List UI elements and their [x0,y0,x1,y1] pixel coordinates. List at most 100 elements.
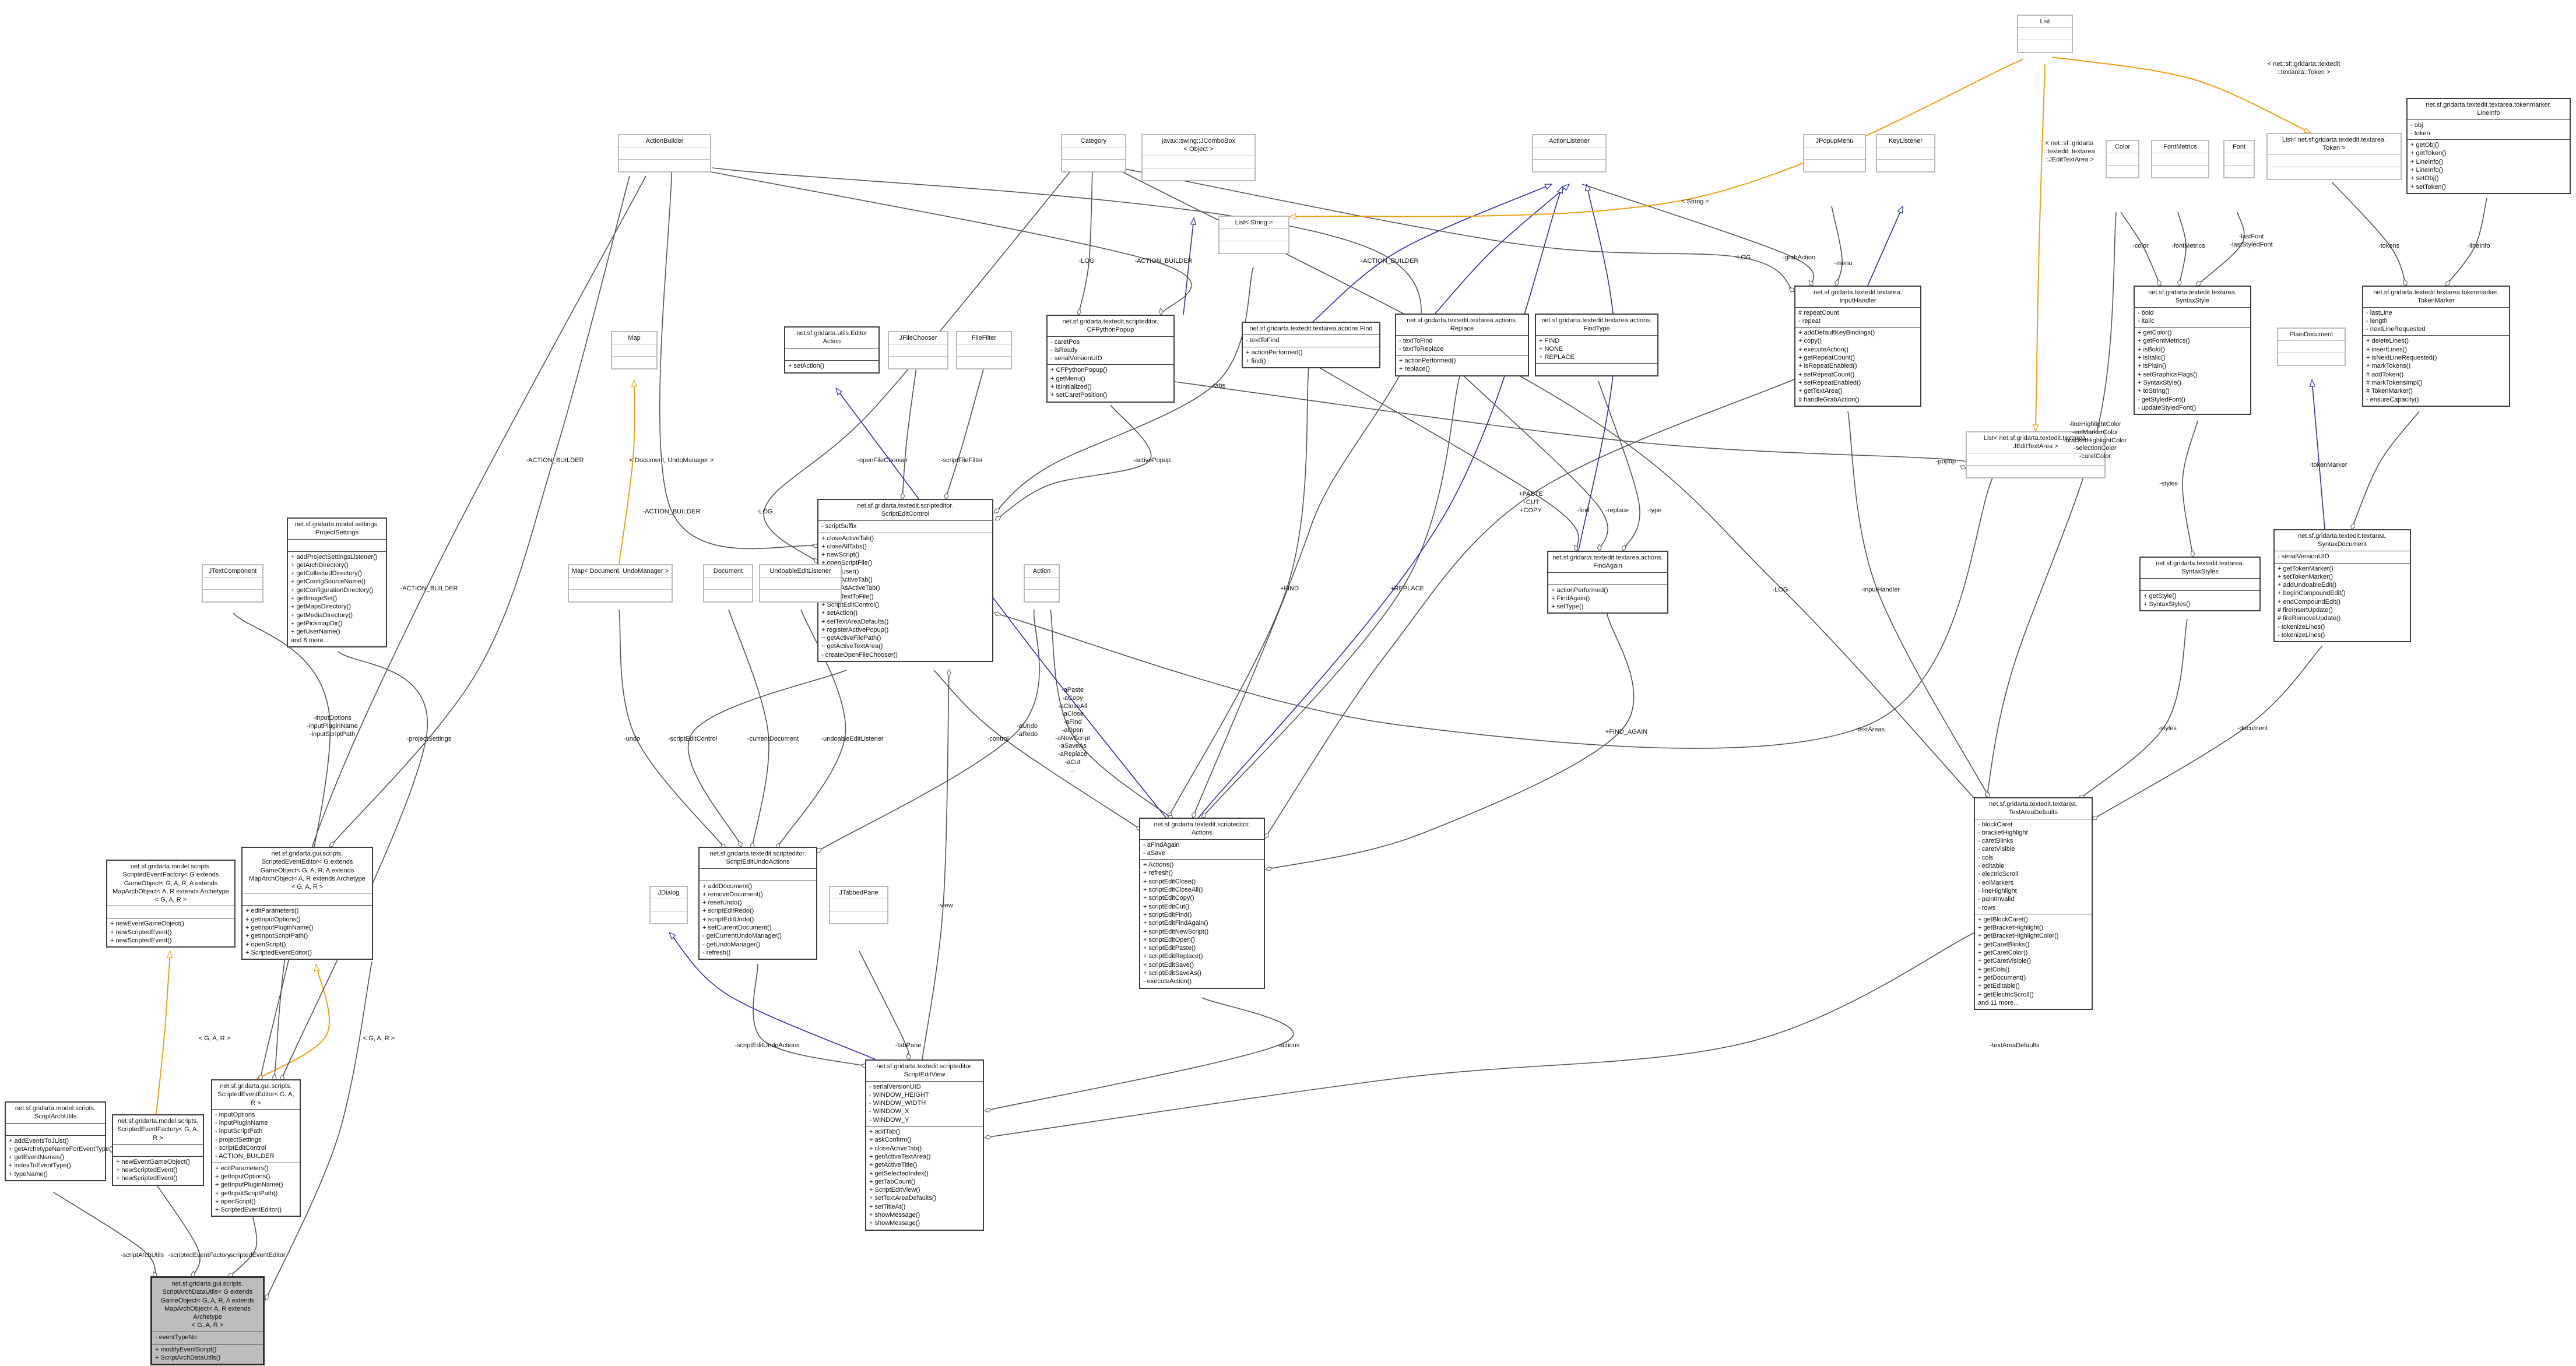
class-title: JDialog [658,889,680,896]
edge-agg [1464,376,1608,552]
class-attributes: - aFindAgain - aSave [1140,839,1264,860]
class-action[interactable]: Action [1024,564,1060,603]
class-attributes: - lastLine - length - nextLineRequested [2363,307,2509,336]
class-title: FontMetrics [2163,143,2197,150]
class-document[interactable]: Document [703,564,753,603]
edge-tmpl [618,380,635,565]
class-syntaxstyles[interactable]: net.sf.gridarta.textedit.textarea. Synta… [2139,557,2261,612]
class-title: net.sf.gridarta.textedit.scripteditor. S… [857,502,954,518]
class-attributes [1877,147,1934,159]
edge-inh [1198,186,1562,818]
class-tokenmarker[interactable]: net.sf.gridarta.textedit.textarea.tokenm… [2362,286,2510,407]
class-textareadefaults[interactable]: net.sf.gridarta.textedit.textarea. TextA… [1974,797,2093,1011]
class-attributes [2268,154,2401,167]
class-methods [651,911,687,923]
class-mapdocundo[interactable]: Map< Document, UndoManager > [568,564,673,603]
class-attributes [2107,153,2138,165]
class-title: Map< Document, UndoManager > [571,568,669,575]
edge-agg [1264,378,1796,839]
class-keylistener[interactable]: KeyListener [1876,134,1935,173]
class-attributes [704,577,752,589]
class-jdialog[interactable]: JDialog [649,886,688,925]
edge-agg [2445,198,2487,287]
class-plaindocument[interactable]: PlainDocument [2277,328,2346,367]
class-methods: + getObj() + getToken() + LineInfo() + L… [2408,139,2570,193]
class-attributes [1143,155,1254,168]
class-title: net.sf.gridarta.model.scripts. ScriptedE… [117,1118,199,1142]
class-scripteditview[interactable]: net.sf.gridarta.textedit.scripteditor. S… [865,1059,984,1231]
class-methods [2278,353,2345,365]
class-jfilechooser[interactable]: JFileChooser [888,331,948,370]
class-title: net.sf.gridarta.model.settings. ProjectS… [294,521,379,537]
edge-agg [984,932,1976,1140]
class-listjedit[interactable]: List< net.sf.gridarta.textedit.textarea.… [1966,431,2106,478]
class-title: Map [628,335,641,342]
edge-agg [272,175,646,1082]
edge-agg [1984,212,2117,798]
edge-agg [1201,376,1460,819]
edge-agg [687,670,847,848]
edge-inh [1867,206,1903,286]
class-undoableeditlistener[interactable]: UndoableEditListener [759,564,842,603]
class-seeditor_long[interactable]: net.sf.gridarta.gui.scripts. ScriptedEve… [241,847,373,960]
class-filefilter[interactable]: FileFilter [956,331,1012,370]
edge-agg [1318,367,1579,552]
class-font[interactable]: Font [2223,140,2255,179]
class-title: List< net.sf.gridarta.textedit.textarea.… [1983,435,2088,450]
class-fontmetrics[interactable]: FontMetrics [2151,140,2209,179]
class-attributes [203,577,262,589]
class-sefactory_long[interactable]: net.sf.gridarta.model.scripts. ScriptedE… [106,860,236,948]
class-methods [1877,159,1934,171]
class-methods: + editParameters() + getInputOptions() +… [243,905,372,959]
class-jcombobox[interactable]: javax::swing::JComboBox < Object > [1141,134,1256,181]
class-methods: + modifyEventScript() + ScriptArchDataUt… [152,1343,263,1364]
class-find[interactable]: net.sf.gridarta.textedit.textarea.action… [1242,322,1380,368]
edge-agg [1582,184,1815,287]
class-replace[interactable]: net.sf.gridarta.textedit.textarea.action… [1395,314,1529,376]
class-title: net.sf.gridarta.textedit.scripteditor. C… [1062,318,1159,334]
class-jpopupmenu[interactable]: JPopupMenu [1803,134,1866,173]
class-attributes [889,344,947,356]
class-attributes: - serialVersionUID - WINDOW_HEIGHT - WIN… [866,1080,983,1126]
class-findagain[interactable]: net.sf.gridarta.textedit.textarea.action… [1547,551,1668,614]
class-syntaxdocument[interactable]: net.sf.gridarta.textedit.textarea. Synta… [2273,529,2411,643]
class-attributes: - blockCaret - bracketHighlight - caretB… [1975,818,2092,914]
class-methods [2152,165,2208,177]
class-category[interactable]: Category [1061,134,1126,173]
class-title: net.sf.gridarta.gui.scripts. ScriptedEve… [217,1083,294,1107]
class-scripteditcontrol[interactable]: net.sf.gridarta.textedit.scripteditor. S… [817,499,993,663]
class-scriptarchutils[interactable]: net.sf.gridarta.model.scripts. ScriptArc… [5,1101,113,1182]
edge-agg [859,950,911,1061]
class-inputhandler[interactable]: net.sf.gridarta.textedit.textarea. Input… [1794,286,1921,407]
class-map[interactable]: Map [611,331,658,370]
class-title: JTabbedPane [839,889,878,896]
class-jtextcomponent[interactable]: JTextComponent [202,564,263,603]
edge-inh [1435,184,1569,314]
class-syntaxstyle[interactable]: net.sf.gridarta.textedit.textarea. Synta… [2134,286,2251,416]
class-actionlistener[interactable]: ActionListener [1532,134,1607,173]
class-seua[interactable]: net.sf.gridarta.textedit.scripteditor. S… [698,847,817,960]
class-list[interactable]: List [2017,15,2073,54]
class-lineinfo[interactable]: net.sf.gridarta.textedit.textarea.tokenm… [2406,98,2571,194]
edge-agg [1110,166,1795,293]
class-scriptarchdatautils[interactable]: net.sf.gridarta.gui.scripts. ScriptArchD… [150,1276,265,1366]
edge-agg [900,367,917,500]
class-editoraction[interactable]: net.sf.gridarta.utils.Editor Action+ set… [784,326,880,374]
class-liststring[interactable]: List< String > [1218,216,1289,255]
edge-agg [2177,212,2187,287]
class-cfpythonpopup[interactable]: net.sf.gridarta.textedit.scripteditor. C… [1046,315,1175,403]
class-color[interactable]: Color [2106,140,2139,179]
class-seeditor_short[interactable]: net.sf.gridarta.gui.scripts. ScriptedEve… [211,1079,301,1217]
class-methods: + addDefaultKeyBindings() + copy() + exe… [1795,327,1920,406]
class-attributes: - textToFind [1243,335,1379,347]
class-title: ActionBuilder [645,138,684,145]
class-listtoken[interactable]: List< net.sf.gridarta.textedit.textarea.… [2266,133,2402,180]
class-actionbuilder[interactable]: ActionBuilder [618,134,711,173]
class-jtabbedpane[interactable]: JTabbedPane [829,886,888,925]
class-findtype[interactable]: net.sf.gridarta.textedit.textarea.action… [1535,314,1658,377]
class-sefactory_short[interactable]: net.sf.gridarta.model.scripts. ScriptedE… [112,1114,204,1186]
class-actions[interactable]: net.sf.gridarta.textedit.scripteditor. A… [1139,818,1265,989]
class-projectsettings[interactable]: net.sf.gridarta.model.settings. ProjectS… [287,517,387,647]
